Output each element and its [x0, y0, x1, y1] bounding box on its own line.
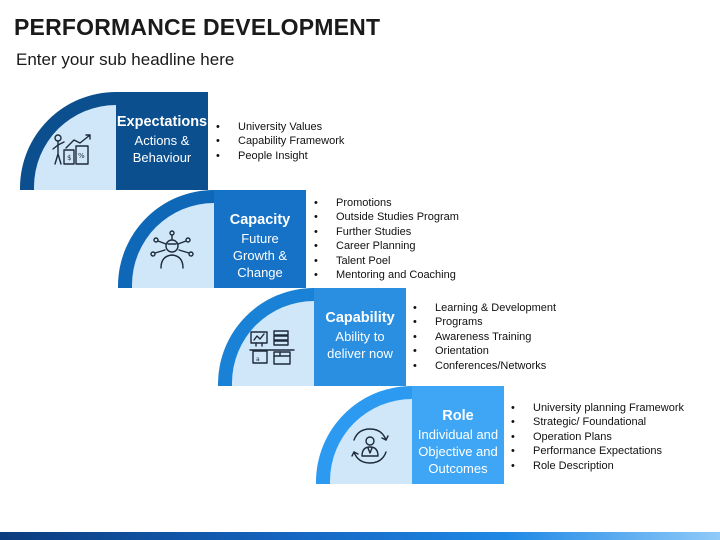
footer-gradient-bar — [0, 532, 720, 540]
step-expectations-bullets: University Values Capability Framework P… — [216, 120, 344, 164]
step-capacity: Capacity Future Growth & Change — [118, 190, 438, 288]
page-subtitle: Enter your sub headline here — [16, 50, 235, 69]
bullet-item: Orientation — [413, 344, 556, 359]
bullet-item: Strategic/ Foundational — [511, 415, 684, 430]
bullet-item: Operation Plans — [511, 430, 684, 445]
bullet-item: People Insight — [216, 149, 344, 164]
step-capability-panel: Capability Ability to deliver now — [314, 288, 406, 386]
bullet-item: Awareness Training — [413, 330, 556, 345]
step-role-title: Role — [442, 408, 474, 424]
step-capability: a Capability Ability to deliver now — [218, 288, 538, 386]
bullet-item: Promotions — [314, 196, 459, 211]
bullet-item: University Values — [216, 120, 344, 135]
bullet-item: Learning & Development — [413, 301, 556, 316]
bullet-item: Conferences/Networks — [413, 359, 556, 374]
bullet-item: Talent Poel — [314, 254, 459, 269]
step-expectations: $ % Expectations Actions & Behaviour — [20, 92, 340, 190]
growth-chart-person-icon: $ % — [50, 132, 98, 172]
bullet-item: Outside Studies Program — [314, 210, 459, 225]
cycle-person-icon — [346, 426, 394, 466]
bullet-item: University planning Framework — [511, 401, 684, 416]
step-expectations-panel: Expectations Actions & Behaviour — [116, 92, 208, 190]
bullet-item: Mentoring and Coaching — [314, 268, 459, 283]
workspace-boxes-icon: a — [248, 328, 296, 368]
step-role-subtitle: Individual and Objective and Outcomes — [417, 427, 499, 476]
page-title: PERFORMANCE DEVELOPMENT — [14, 14, 381, 40]
step-expectations-subtitle: Actions & Behaviour — [132, 133, 192, 165]
step-capacity-bullets: Promotions Outside Studies Program Furth… — [314, 196, 459, 283]
bullet-item: Role Description — [511, 459, 684, 474]
svg-text:a: a — [256, 356, 260, 363]
bullet-item: Programs — [413, 315, 556, 330]
step-role: Role Individual and Objective and Outcom… — [316, 386, 636, 484]
bullet-item: Further Studies — [314, 225, 459, 240]
svg-text:%: % — [78, 152, 85, 160]
step-capacity-panel: Capacity Future Growth & Change — [214, 190, 306, 288]
step-capability-subtitle: Ability to deliver now — [327, 329, 393, 361]
step-capacity-title: Capacity — [229, 212, 291, 228]
bullet-item: Performance Expectations — [511, 444, 684, 459]
step-capability-title: Capability — [325, 310, 395, 326]
bullet-item: Capability Framework — [216, 134, 344, 149]
network-person-icon — [148, 230, 196, 270]
step-expectations-title: Expectations — [116, 114, 208, 130]
svg-text:$: $ — [67, 154, 71, 162]
step-role-bullets: University planning Framework Strategic/… — [511, 401, 684, 473]
step-capacity-subtitle: Future Growth & Change — [232, 231, 288, 280]
bullet-item: Career Planning — [314, 239, 459, 254]
step-capability-bullets: Learning & Development Programs Awarenes… — [413, 301, 556, 373]
step-role-panel: Role Individual and Objective and Outcom… — [412, 386, 504, 484]
